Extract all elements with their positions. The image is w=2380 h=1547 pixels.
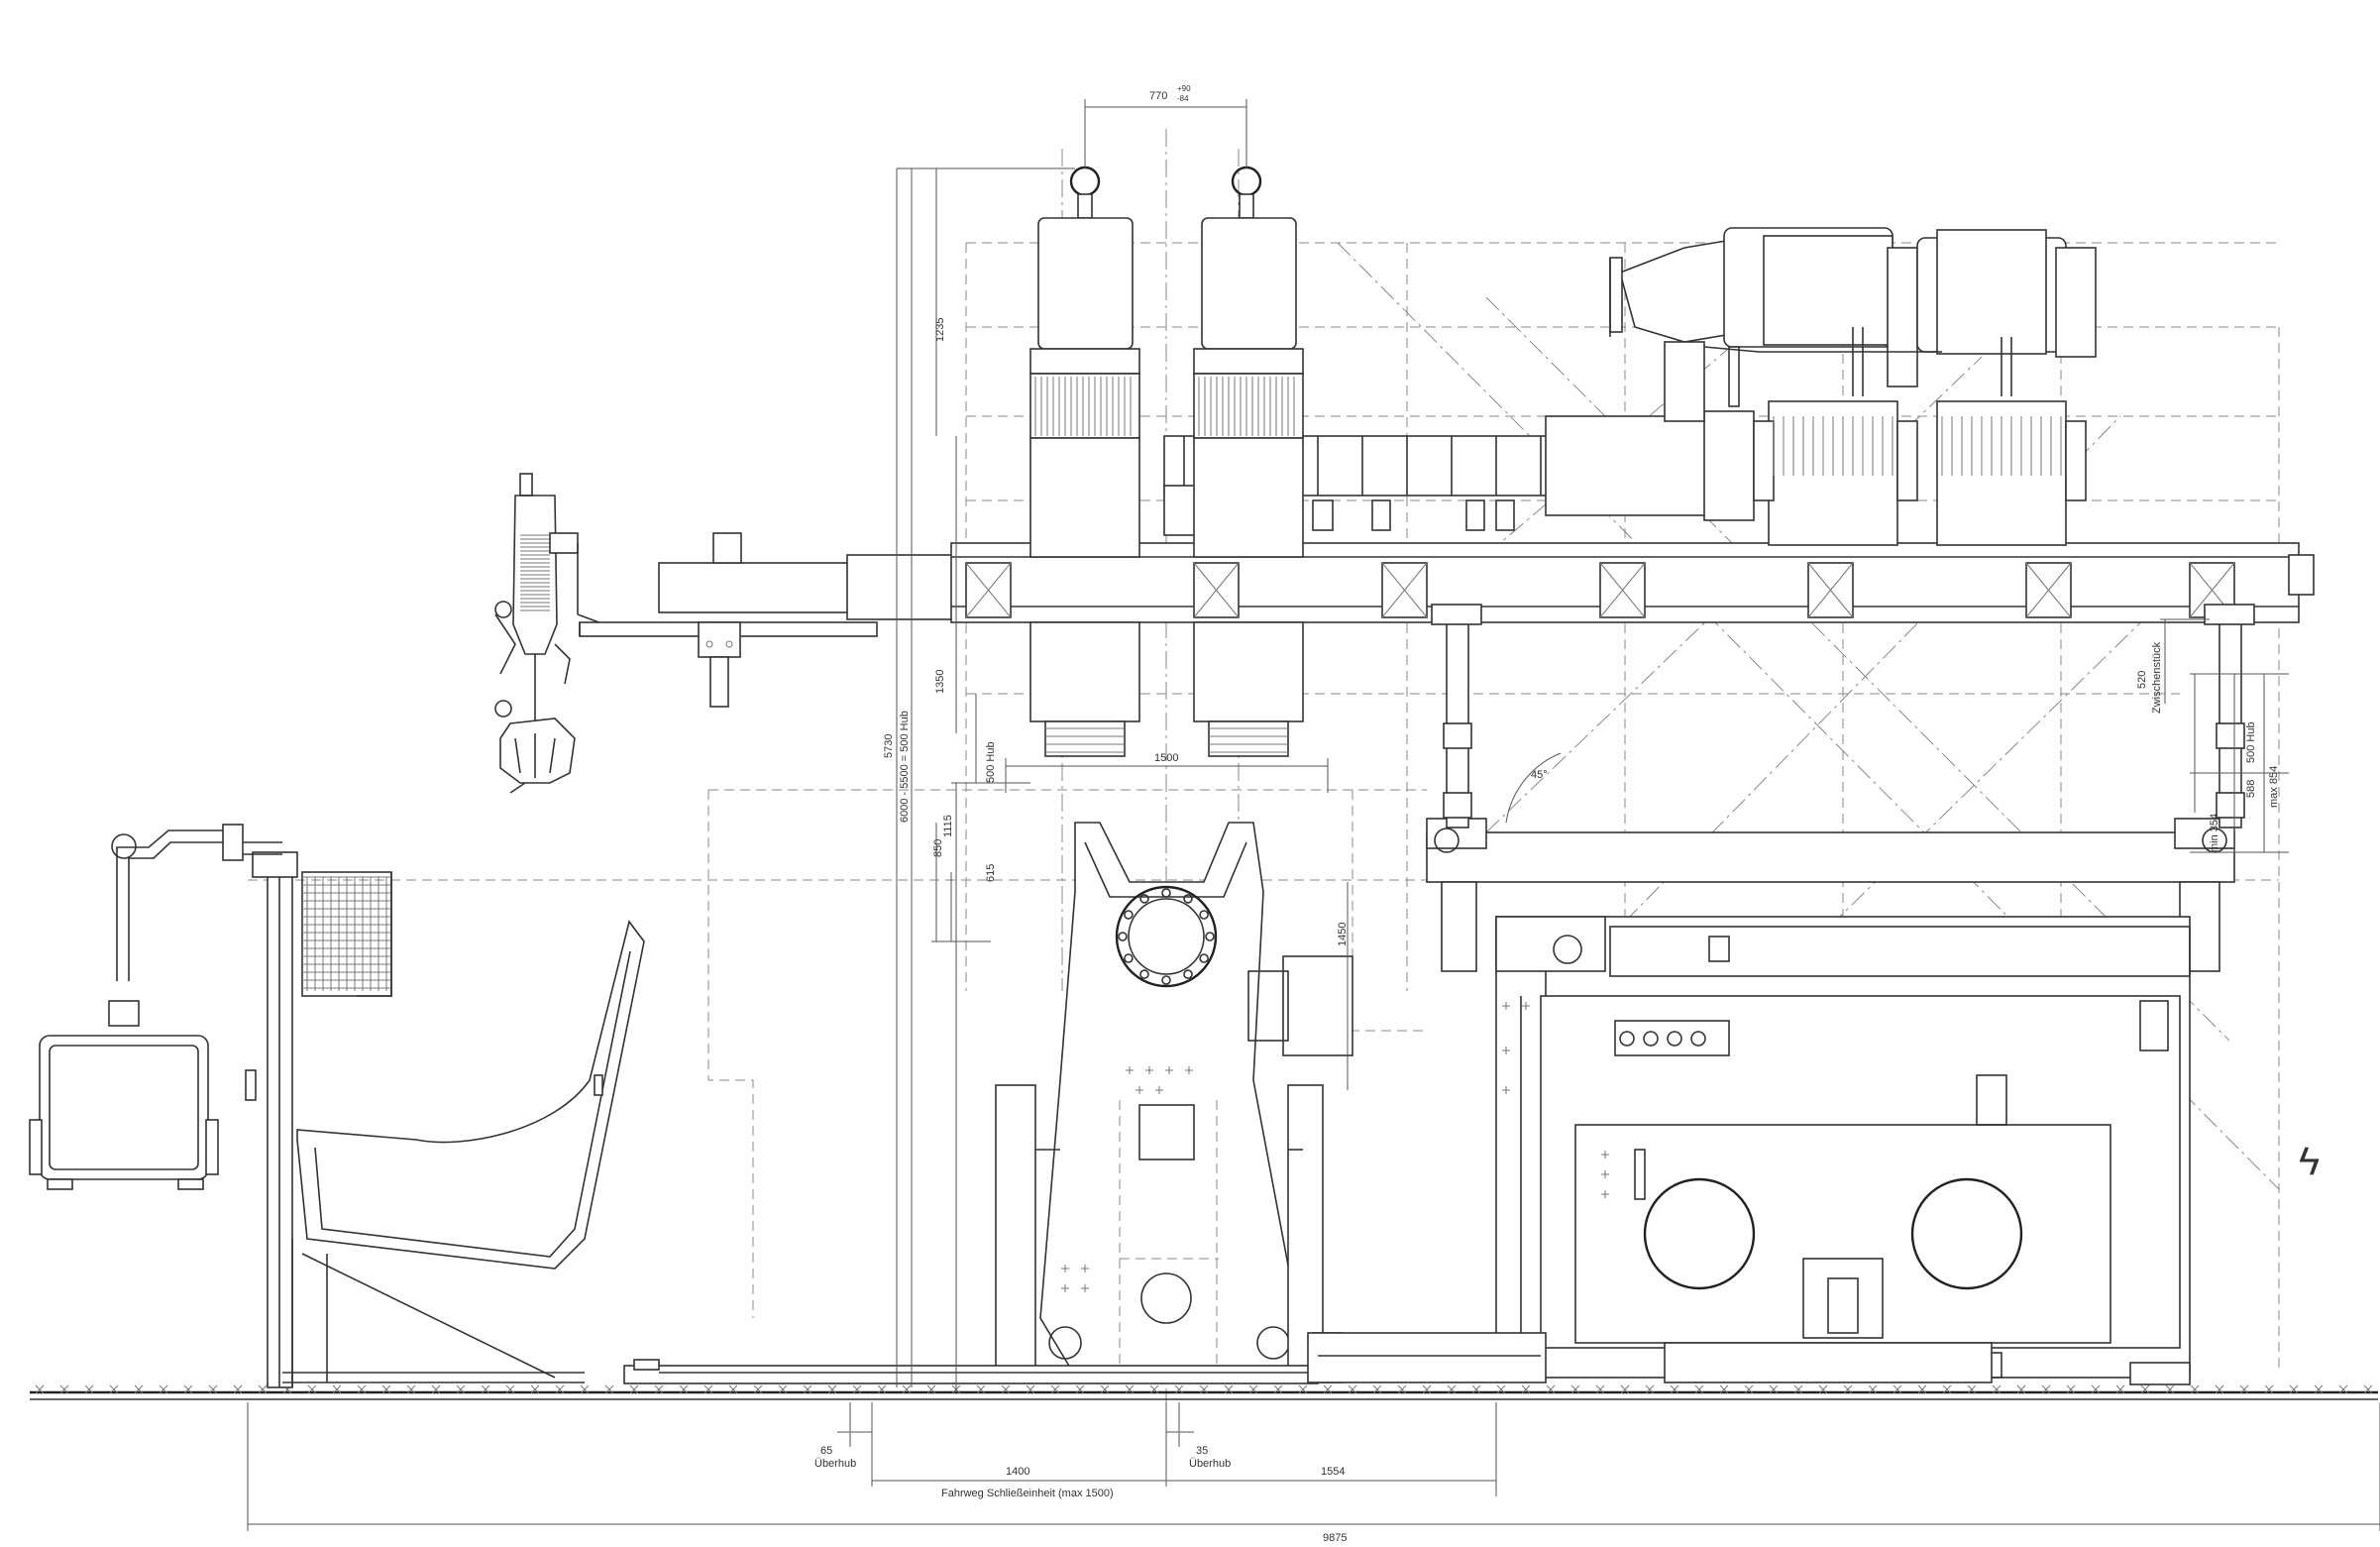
vertical-cylinder-right	[1193, 166, 1304, 757]
dim-min-354: min 354	[2209, 814, 2220, 852]
dim-1554: 1554	[1321, 1466, 1345, 1478]
dim-max-854: max 854	[2268, 766, 2280, 808]
dim-770-tol-lower: -84	[1177, 94, 1189, 103]
operator-monitor-arm	[29, 824, 298, 1388]
dim-65: 65	[820, 1445, 832, 1457]
dim-ueberhub-right: Überhub	[1189, 1458, 1231, 1470]
dim-500-hub: 500 Hub	[985, 741, 997, 783]
safety-mesh-panel	[301, 871, 392, 997]
dimension-lines	[247, 99, 2380, 1531]
dim-9875: 9875	[1323, 1532, 1347, 1544]
closing-unit	[623, 822, 1353, 1384]
dim-1235: 1235	[934, 318, 946, 342]
dim-615: 615	[985, 864, 997, 882]
dim-ueberhub-left: Überhub	[814, 1458, 856, 1470]
control-cabinet	[1307, 604, 2255, 1385]
dim-770: 770	[1149, 90, 1167, 102]
dim-770-tol-upper: +90	[1177, 84, 1191, 93]
dim-fahrweg: Fahrweg Schließeinheit (max 1500)	[941, 1488, 1114, 1499]
dim-35: 35	[1196, 1445, 1208, 1457]
dim-588: 588	[2245, 780, 2257, 798]
dim-1500: 1500	[1154, 752, 1178, 764]
dim-zwischenstueck: Zwischenstück	[2151, 641, 2163, 714]
dim-1350: 1350	[934, 670, 946, 694]
robot-gripper	[494, 473, 605, 794]
dim-1115: 1115	[942, 815, 954, 837]
ground-line	[30, 1384, 2378, 1400]
dimension-labels: 770 +90 -84 1235 1350 5730 6000 - 5500 =…	[814, 84, 2280, 1544]
upper-frame	[950, 227, 2315, 623]
dim-stroke: 6000 - 5500 = 500 Hub	[899, 711, 911, 823]
electrical-hazard-icon: ϟ	[2299, 1140, 2320, 1183]
operator-seat	[282, 920, 645, 1387]
transfer-beam	[579, 532, 967, 708]
dim-520: 520	[2136, 671, 2148, 689]
dim-5730: 5730	[883, 734, 895, 758]
vertical-cylinder-left	[1029, 166, 1140, 757]
dim-1450: 1450	[1337, 923, 1349, 946]
dim-850: 850	[932, 839, 944, 857]
dim-r-500-hub: 500 Hub	[2245, 721, 2257, 763]
dim-1400: 1400	[1006, 1466, 1029, 1478]
dim-angle-45: 45°	[1531, 769, 1548, 781]
